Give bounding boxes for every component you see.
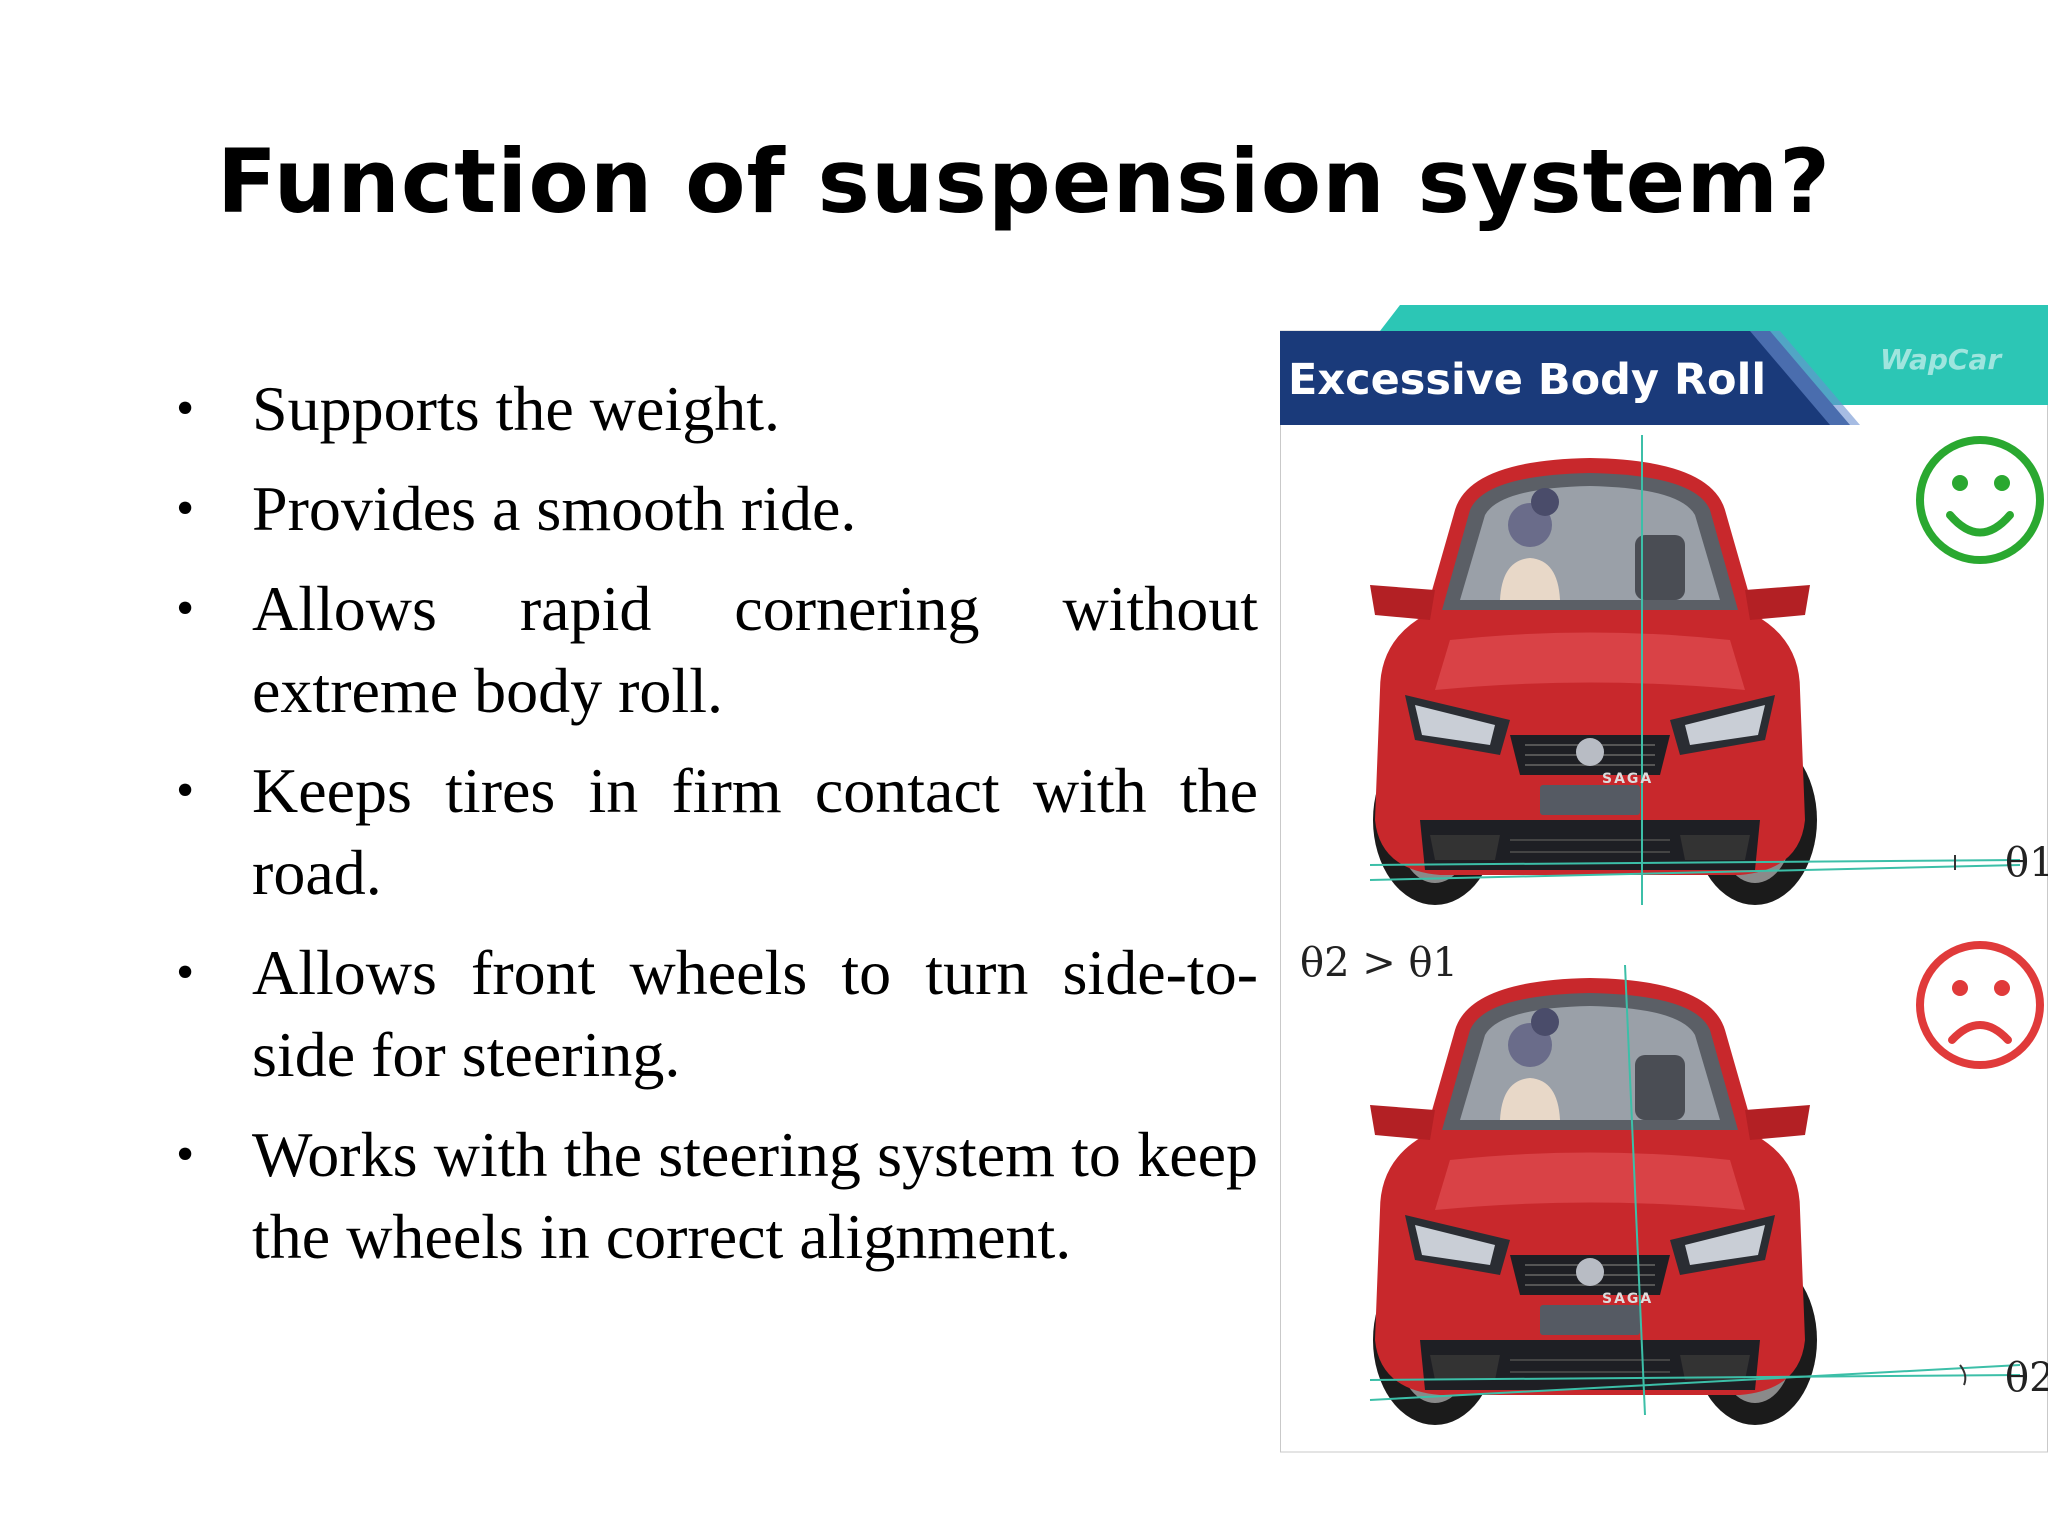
comparison-label: θ2 > θ1 [1300,940,1459,986]
bullet-text: Works with the steering system to keep t… [252,1119,1258,1272]
bullet-item: • Allows rapid cornering without extreme … [168,568,1258,732]
bullet-dot: • [176,1126,195,1183]
slide-title: Function of suspension system? [216,130,1832,233]
angle-label-theta1: θ1 [2005,840,2048,886]
bullet-text: Allows rapid cornering without extreme b… [252,573,1258,726]
watermark-logo: WapCar [1880,343,2002,376]
bullet-item: • Keeps tires in firm contact with the ro… [168,750,1258,914]
bullet-text: Keeps tires in firm contact with the roa… [252,755,1258,908]
happy-face-icon [1916,436,2044,564]
bullet-item: • Allows front wheels to turn side-to-sid… [168,932,1258,1096]
bullet-text: Allows front wheels to turn side-to-side… [252,937,1258,1090]
figure-graphic [1280,305,2048,1453]
angle-label-theta2: θ2 [2005,1355,2048,1401]
body-roll-figure: Excessive Body Roll WapCar SAGA SAGA θ1 … [1280,305,2048,1453]
bullet-dot: • [176,762,195,819]
bullet-item: • Works with the steering system to keep … [168,1114,1258,1278]
bullet-list: • Supports the weight. • Provides a smooth… [168,368,1258,1296]
banner-teal-stripe [1380,305,2048,405]
bullet-dot: • [176,480,195,537]
bullet-text: Provides a smooth ride. [252,473,857,544]
bullet-item: • Supports the weight. [168,368,1258,450]
bullet-text: Supports the weight. [252,373,780,444]
banner-navy-block [1280,331,1850,425]
bullet-item: • Provides a smooth ride. [168,468,1258,550]
bullet-dot: • [176,580,195,637]
bullet-dot: • [176,380,195,437]
sad-face-icon [1916,941,2044,1069]
plate-bottom: SAGA [1602,1291,1654,1307]
banner-title: Excessive Body Roll [1288,355,1767,405]
plate-top: SAGA [1602,771,1654,787]
bullet-dot: • [176,944,195,1001]
